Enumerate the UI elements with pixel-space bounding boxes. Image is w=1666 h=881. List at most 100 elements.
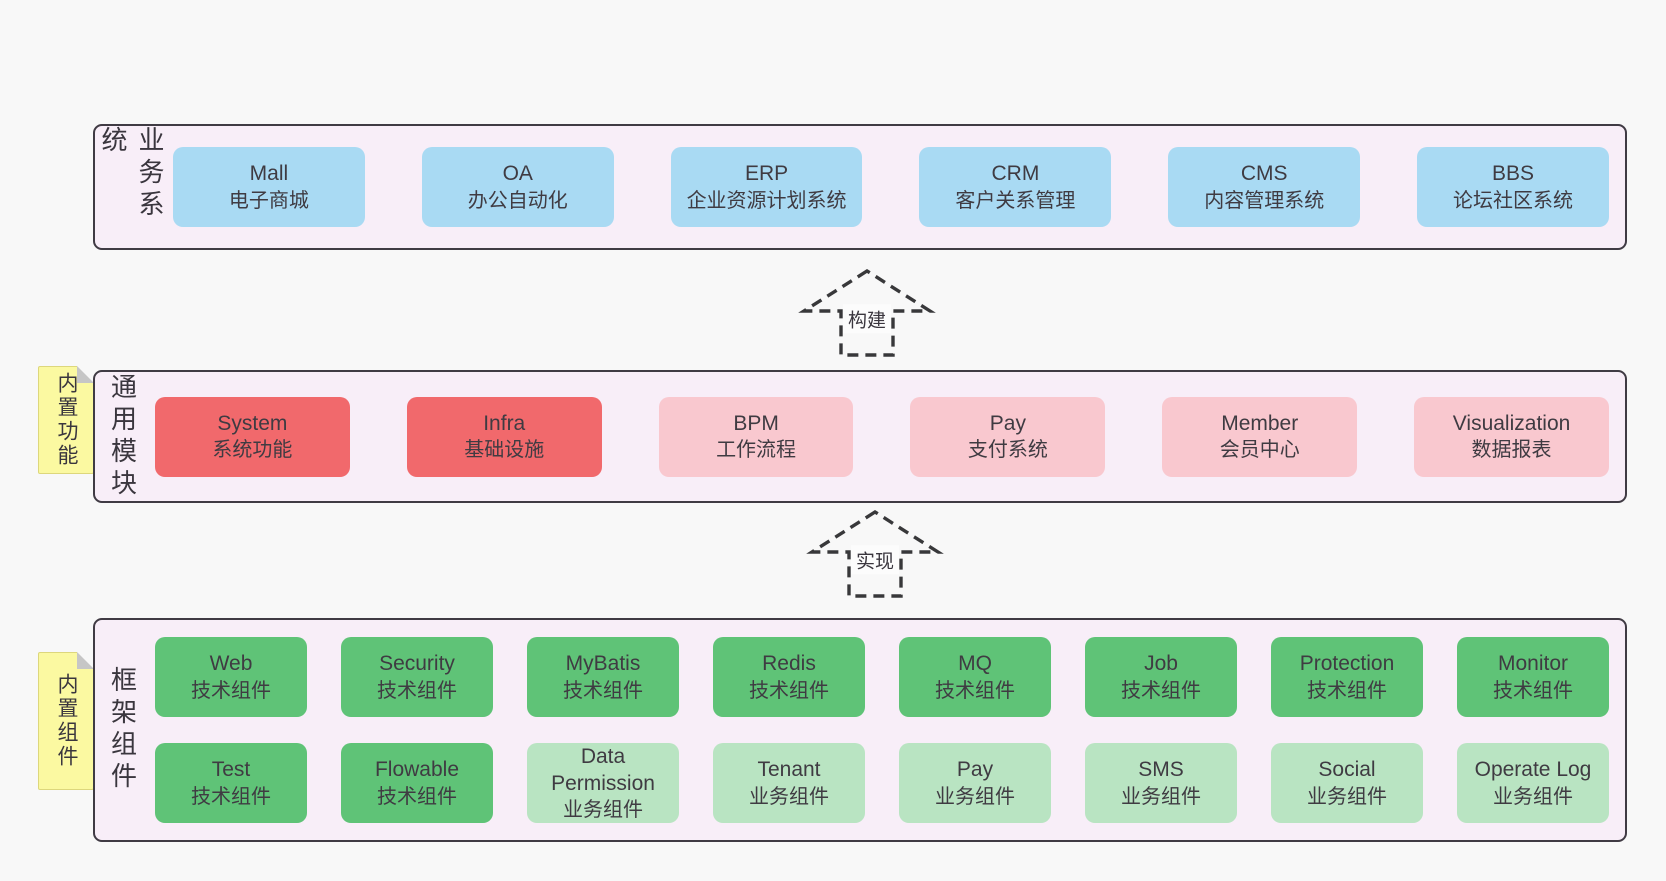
box-infra: Infra 基础设施 <box>406 396 602 477</box>
implement-arrow-label: 实现 <box>850 545 900 575</box>
box-label-zh: 技术组件 <box>1121 679 1201 702</box>
box-tenant: Tenant 业务组件 <box>713 743 865 823</box>
build-arrow: 构建 <box>792 267 942 359</box>
box-social: Social 业务组件 <box>1271 743 1423 823</box>
box-mq: MQ 技术组件 <box>899 637 1051 717</box>
box-label-en: Data Permission <box>551 744 655 795</box>
box-label-en: Test <box>211 758 251 782</box>
box-label-zh: 系统功能 <box>212 439 293 462</box>
layer-title-text: 业务系统 <box>98 126 165 222</box>
box-label-zh: 技术组件 <box>191 679 271 702</box>
box-label-zh: 技术组件 <box>191 785 271 808</box>
box-label-zh: 论坛社区系统 <box>1453 189 1574 212</box>
builtin-components-note: 内置组件 <box>38 652 94 790</box>
box-system: System 系统功能 <box>155 396 350 477</box>
box-label-zh: 企业资源计划系统 <box>686 189 847 212</box>
box-label-en: Member <box>1221 411 1299 435</box>
layer-title-common-modules: 通用模块 <box>95 372 151 501</box>
box-visualization: Visualization 数据报表 <box>1414 396 1609 477</box>
builtin-components-note-label: 内置组件 <box>55 673 78 769</box>
box-label-en: Protection <box>1299 652 1395 676</box>
box-label-en: Security <box>379 652 455 676</box>
box-label-zh: 业务组件 <box>935 785 1015 808</box>
box-label-en: Infra <box>483 411 526 435</box>
implement-arrow: 实现 <box>800 508 950 600</box>
box-erp: ERP 企业资源计划系统 <box>670 147 863 227</box>
box-label-en: Pay <box>989 411 1026 435</box>
box-pay: Pay 支付系统 <box>910 396 1106 477</box>
builtin-features-note-label: 内置功能 <box>55 372 78 468</box>
box-label-en: Operate Log <box>1474 758 1592 782</box>
box-label-en: Tenant <box>757 758 821 782</box>
box-label-zh: 技术组件 <box>563 679 643 702</box>
box-label-zh: 办公自动化 <box>467 189 568 212</box>
box-label-zh: 技术组件 <box>935 679 1015 702</box>
box-label-zh: 基础设施 <box>464 439 545 462</box>
box-mall: Mall 电子商城 <box>173 147 365 227</box>
box-label-zh: 会员中心 <box>1219 439 1300 462</box>
box-label-zh: 业务组件 <box>1121 785 1201 808</box>
box-member: Member 会员中心 <box>1162 396 1358 477</box>
box-label-zh: 电子商城 <box>228 189 309 212</box>
box-bbs: BBS 论坛社区系统 <box>1417 147 1609 227</box>
box-label-en: Job <box>1144 652 1178 676</box>
box-label-zh: 技术组件 <box>749 679 829 702</box>
box-data-permission: Data Permission 业务组件 <box>527 743 679 823</box>
box-label-en: BBS <box>1492 162 1535 186</box>
box-label-zh: 技术组件 <box>1307 679 1387 702</box>
box-label-en: BPM <box>733 411 779 435</box>
layer-title-business-systems: 业务系统 <box>95 126 169 248</box>
box-monitor: Monitor 技术组件 <box>1457 637 1609 717</box>
box-label-en: System <box>217 411 288 435</box>
layer-title-text: 通用模块 <box>107 372 138 501</box>
box-label-zh: 技术组件 <box>377 679 457 702</box>
box-label-zh: 业务组件 <box>563 799 643 822</box>
box-protection: Protection 技术组件 <box>1271 637 1423 717</box>
box-label-en: Social <box>1318 758 1376 782</box>
box-job: Job 技术组件 <box>1085 637 1237 717</box>
box-cms: CMS 内容管理系统 <box>1168 147 1361 227</box>
box-label-en: SMS <box>1138 758 1184 782</box>
box-bpm: BPM 工作流程 <box>658 396 854 477</box>
box-label-en: CRM <box>991 162 1040 186</box>
box-label-en: ERP <box>744 162 789 186</box>
box-label-en: Monitor <box>1497 652 1569 676</box>
box-label-zh: 工作流程 <box>716 439 797 462</box>
up-arrow-icon <box>806 509 944 598</box>
box-label-zh: 内容管理系统 <box>1204 189 1325 212</box>
builtin-features-note: 内置功能 <box>38 366 94 474</box>
box-label-en: Mall <box>249 162 289 186</box>
box-label-en: Visualization <box>1452 411 1571 435</box>
layer-title-text: 框架组件 <box>107 666 138 794</box>
box-label-zh: 支付系统 <box>967 439 1048 462</box>
box-label-zh: 数据报表 <box>1471 439 1552 462</box>
box-label-en: CMS <box>1240 162 1288 186</box>
up-arrow-icon <box>798 268 936 357</box>
box-security: Security 技术组件 <box>341 637 493 717</box>
box-label-zh: 技术组件 <box>1493 679 1573 702</box>
layer-title-framework-components: 框架组件 <box>95 620 151 840</box>
box-label-en: MyBatis <box>565 652 641 676</box>
box-label-en: Redis <box>762 652 816 676</box>
box-test: Test 技术组件 <box>155 743 307 823</box>
box-label-en: OA <box>502 162 533 186</box>
common-modules-boxes: System 系统功能 Infra 基础设施 BPM 工作流程 Pay 支付系统 Member 会… <box>151 372 1625 501</box>
box-mybatis: MyBatis 技术组件 <box>527 637 679 717</box>
box-label-zh: 业务组件 <box>749 785 829 808</box>
box-label-en: MQ <box>958 652 992 676</box>
box-oa: OA 办公自动化 <box>421 147 614 227</box>
box-label-zh: 业务组件 <box>1307 785 1387 808</box>
box-sms: SMS 业务组件 <box>1085 743 1237 823</box>
